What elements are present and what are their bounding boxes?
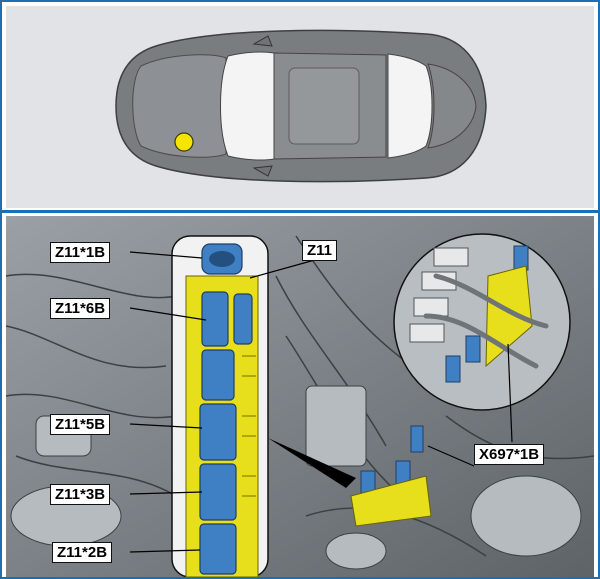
callout-x697-1b: X697*1B — [474, 444, 545, 465]
callout-z11: Z11 — [302, 240, 338, 261]
callout-z11-5b: Z11*5B — [50, 414, 111, 435]
x697-magnified-inset — [393, 233, 571, 411]
engine-bay-illustration — [6, 216, 594, 577]
location-marker — [174, 132, 194, 152]
callout-z11-3b: Z11*3B — [50, 484, 111, 505]
callout-z11-6b: Z11*6B — [50, 298, 111, 319]
vehicle-topview-illustration — [115, 29, 487, 183]
vehicle-topview-panel — [6, 6, 594, 208]
z11-connector-inset — [171, 235, 269, 577]
panel-divider — [2, 210, 598, 213]
callout-z11-2b: Z11*2B — [52, 542, 113, 563]
callout-z11-1b: Z11*1B — [50, 242, 111, 263]
engine-bay-panel: Z11*1B Z11 Z11*6B Z11*5B Z11*3B Z11*2B X… — [6, 216, 594, 577]
